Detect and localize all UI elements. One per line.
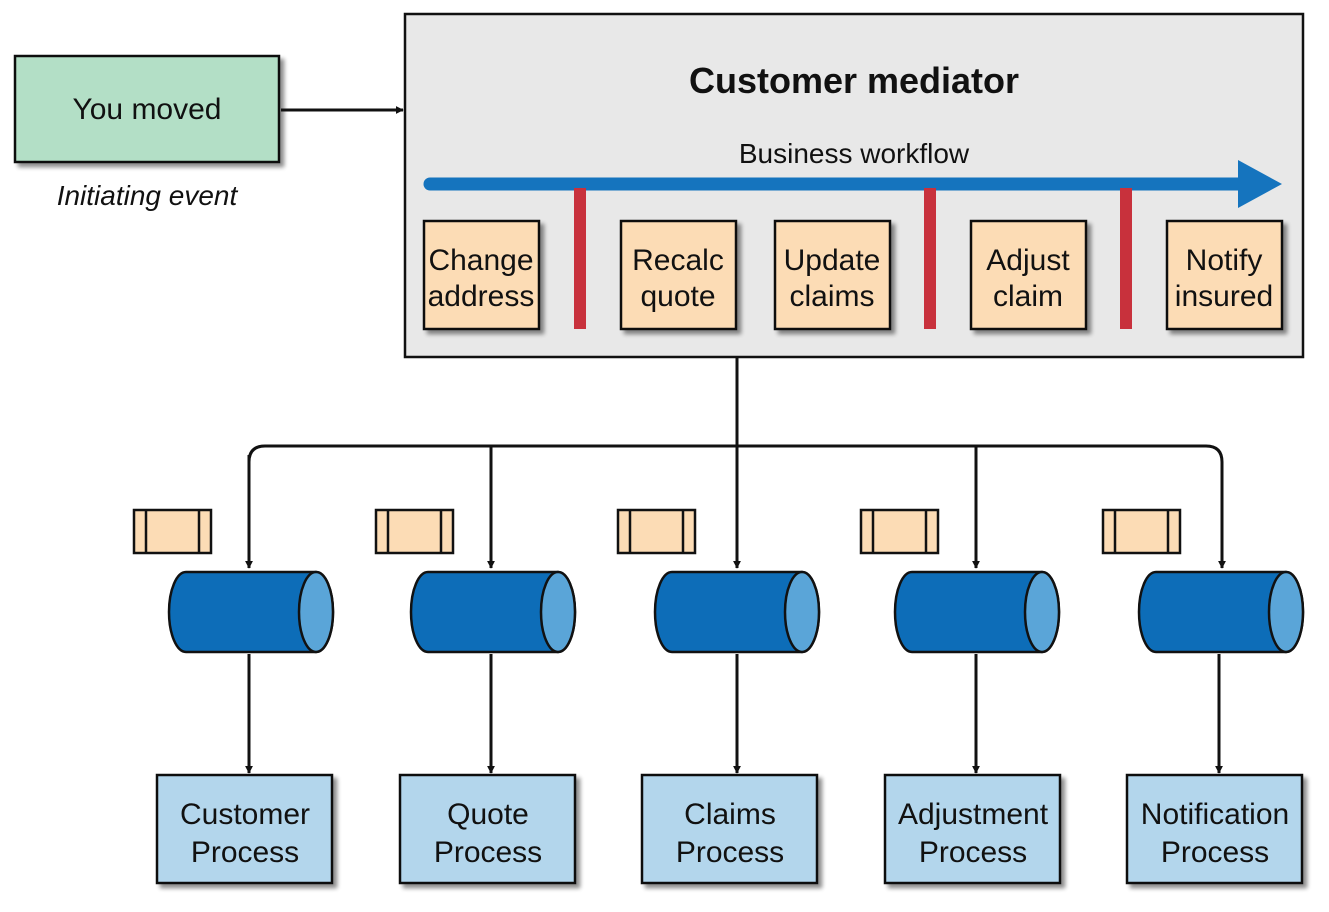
workflow-step: Notify insured bbox=[1165, 219, 1284, 331]
workflow-divider bbox=[924, 188, 936, 329]
event-channel bbox=[167, 570, 335, 654]
event-channel bbox=[893, 570, 1061, 654]
processor-label-line1: Notification bbox=[1141, 798, 1289, 831]
workflow-divider bbox=[1120, 188, 1132, 329]
event-channel bbox=[1137, 570, 1305, 654]
workflow-label: Business workflow bbox=[739, 138, 970, 169]
mediator-title: Customer mediator bbox=[689, 60, 1019, 101]
workflow-arrow bbox=[423, 160, 1282, 208]
processor-label-line1: Customer bbox=[180, 798, 310, 831]
step-label-line2: insured bbox=[1175, 280, 1273, 313]
processor-label-line1: Claims bbox=[684, 798, 776, 831]
message-icon bbox=[132, 508, 213, 555]
event-processor: Adjustment Process bbox=[883, 773, 1062, 885]
event-channel bbox=[653, 570, 821, 654]
workflow-step: Change address bbox=[422, 219, 541, 331]
step-label-line2: address bbox=[428, 280, 535, 313]
initiating-event: You moved Initiating event bbox=[13, 54, 281, 211]
initiating-event-label: You moved bbox=[72, 93, 221, 126]
processor-label-line2: Process bbox=[676, 836, 784, 869]
channel-feed-arrows bbox=[245, 446, 1226, 569]
workflow-divider bbox=[574, 188, 586, 329]
event-processor: Quote Process bbox=[398, 773, 577, 885]
event-message-icons bbox=[132, 508, 1182, 555]
processor-label-line2: Process bbox=[434, 836, 542, 869]
event-processor: Customer Process bbox=[155, 773, 334, 885]
workflow-step: Adjust claim bbox=[969, 219, 1088, 331]
step-label-line2: claim bbox=[993, 280, 1063, 313]
customer-mediator: Customer mediator Business workflow Chan… bbox=[403, 12, 1305, 359]
step-label-line1: Update bbox=[784, 244, 881, 277]
step-label-line1: Notify bbox=[1186, 244, 1263, 277]
initiating-event-caption: Initiating event bbox=[57, 180, 239, 211]
processor-label-line1: Quote bbox=[447, 798, 529, 831]
message-icon bbox=[374, 508, 455, 555]
event-channel bbox=[409, 570, 577, 654]
initiating-event-box bbox=[13, 54, 281, 164]
event-processor: Notification Process bbox=[1125, 773, 1304, 885]
step-label-line2: claims bbox=[789, 280, 874, 313]
step-label-line1: Adjust bbox=[986, 244, 1070, 277]
processor-label-line1: Adjustment bbox=[898, 798, 1049, 831]
message-icon bbox=[859, 508, 940, 555]
event-channels bbox=[167, 570, 1305, 654]
event-processors: Customer Process Quote Process Claims Pr… bbox=[155, 773, 1304, 885]
processor-label-line2: Process bbox=[919, 836, 1027, 869]
processor-label-line2: Process bbox=[1161, 836, 1269, 869]
message-icon bbox=[616, 508, 697, 555]
channel-to-process-arrows bbox=[245, 654, 1223, 774]
workflow-step: Recalc quote bbox=[619, 219, 738, 331]
step-label-line1: Change bbox=[428, 244, 533, 277]
step-label-line2: quote bbox=[640, 280, 715, 313]
processor-label-line2: Process bbox=[191, 836, 299, 869]
workflow-step: Update claims bbox=[773, 219, 892, 331]
event-processor: Claims Process bbox=[640, 773, 819, 885]
message-icon bbox=[1101, 508, 1182, 555]
step-label-line1: Recalc bbox=[632, 244, 724, 277]
